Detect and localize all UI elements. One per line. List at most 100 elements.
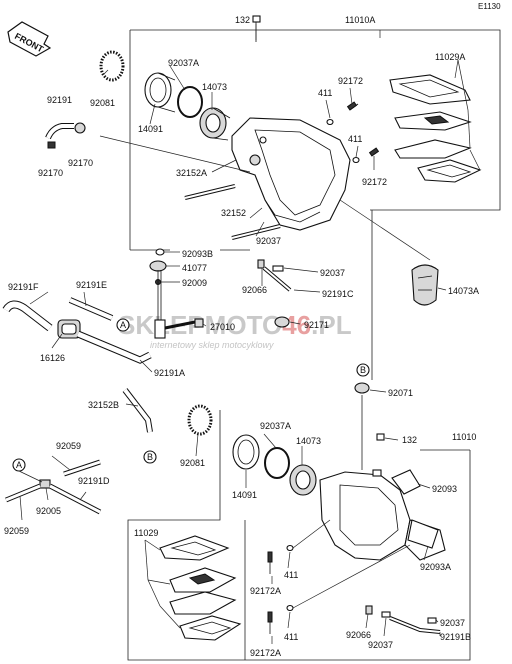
duct-14073a <box>411 264 439 306</box>
screw-92172-a <box>346 101 359 111</box>
label-92171: 92171 <box>304 320 329 330</box>
label-92009: 92009 <box>182 278 207 288</box>
hose-92191c <box>262 266 292 292</box>
grommet-92071 <box>354 382 370 394</box>
label-92037a-bottom: 92037A <box>260 421 291 431</box>
clamp-92037a-bottom <box>264 447 290 479</box>
svg-text:A: A <box>120 320 126 330</box>
label-132-top: 132 <box>235 15 250 25</box>
label-92191b: 92191B <box>440 632 471 642</box>
label-41077: 41077 <box>182 263 207 273</box>
filter-11029-lower <box>159 535 242 641</box>
label-92037-d: 92037 <box>368 640 393 650</box>
label-411-b: 411 <box>348 134 362 144</box>
leaders-lower-left <box>144 539 181 629</box>
label-92191a: 92191A <box>154 368 185 378</box>
clamp-92037-bottom-a <box>381 611 391 618</box>
label-411-d: 411 <box>284 632 298 642</box>
seal-92093a <box>407 519 439 549</box>
connector-a-upper: A <box>116 318 130 332</box>
label-92191f: 92191F <box>8 282 39 292</box>
connector-b-lower-left: B <box>143 450 157 464</box>
label-32152a: 32152A <box>176 168 207 178</box>
bolt-132-bottom <box>376 433 385 441</box>
label-132-bottom: 132 <box>402 435 417 445</box>
label-14073-bottom: 14073 <box>296 436 321 446</box>
part-labels: 132 11010A 92081 92037A 14073 14091 9219… <box>4 15 479 658</box>
duct-14073-bottom <box>289 464 317 496</box>
label-92066-top: 92066 <box>242 285 267 295</box>
label-92191e: 92191E <box>76 280 107 290</box>
connector-a-lower: A <box>12 458 26 472</box>
filter-11029a-upper <box>389 74 482 183</box>
label-14091-bottom: 14091 <box>232 490 257 500</box>
label-92172a-b: 92172A <box>250 648 281 658</box>
label-411-a: 411 <box>318 88 332 98</box>
label-32152: 32152 <box>221 208 246 218</box>
label-11010: 11010 <box>452 432 476 442</box>
seal-92093 <box>391 469 421 495</box>
air-box-housing-upper <box>231 117 351 231</box>
label-92093b: 92093B <box>182 249 213 259</box>
connector-b-right: B <box>356 363 370 377</box>
label-411-c: 411 <box>284 570 298 580</box>
upper-assembly-frame <box>129 29 501 380</box>
clamp-92037-bottom-b <box>427 617 437 624</box>
tube-92059-a <box>63 459 101 477</box>
watermark-tagline: internetowy sklep motocyklowy <box>150 340 274 350</box>
label-92037-c: 92037 <box>440 618 465 628</box>
hose-92191 <box>45 122 86 149</box>
tube-32152a <box>184 184 236 200</box>
clamp-92037a-top <box>177 86 203 118</box>
label-14073-top: 14073 <box>202 82 227 92</box>
ring-92081-bottom <box>187 404 213 436</box>
screw-92172a-a <box>267 551 273 574</box>
breather-16126 <box>57 319 81 339</box>
label-27010: 27010 <box>210 322 235 332</box>
label-14073a: 14073A <box>448 286 479 296</box>
hose-32152b <box>122 388 153 433</box>
hose-92191f <box>2 300 53 332</box>
label-11029: 11029 <box>134 528 158 538</box>
leader-411-c <box>292 519 331 549</box>
duct-14073-top <box>199 107 231 141</box>
label-92066-bottom: 92066 <box>346 630 371 640</box>
screw-92172-b <box>368 147 380 157</box>
label-92059-a: 92059 <box>56 441 81 451</box>
tube-32152 <box>231 224 281 240</box>
hose-92191b <box>389 616 441 634</box>
ring-92081-top <box>99 50 125 82</box>
label-92037a-top: 92037A <box>168 58 199 68</box>
label-92170-b: 92170 <box>38 168 63 178</box>
label-92191d: 92191D <box>78 476 110 486</box>
label-92005: 92005 <box>36 506 61 516</box>
label-92093a: 92093A <box>420 562 451 572</box>
label-92172-a: 92172 <box>338 76 363 86</box>
label-92081-top: 92081 <box>90 98 115 108</box>
tube-92059-b <box>5 483 41 503</box>
label-92081-bottom: 92081 <box>180 458 205 468</box>
leaders-upper-right <box>325 30 481 261</box>
duct-14091-top <box>144 72 176 113</box>
tee-92005 <box>39 479 51 489</box>
svg-text:B: B <box>147 452 153 462</box>
label-92191c: 92191C <box>322 289 354 299</box>
label-11029a: 11029A <box>435 52 465 62</box>
label-92071: 92071 <box>388 388 413 398</box>
leader-411-d <box>292 544 411 609</box>
screw-92172a-b <box>267 611 273 634</box>
bolt-132-top <box>252 15 261 42</box>
washer-411-c <box>286 544 294 552</box>
label-11010a: 11010A <box>345 15 375 25</box>
leader-lines <box>19 24 447 644</box>
lower-assembly-frame <box>127 395 471 661</box>
label-92037-a: 92037 <box>256 236 281 246</box>
label-92170-a: 92170 <box>68 158 93 168</box>
duct-14091-bottom <box>232 434 260 470</box>
label-92037-b: 92037 <box>320 268 345 278</box>
connector-27010 <box>154 318 204 339</box>
label-92172-b: 92172 <box>362 177 387 187</box>
tube-92191d <box>48 483 102 515</box>
